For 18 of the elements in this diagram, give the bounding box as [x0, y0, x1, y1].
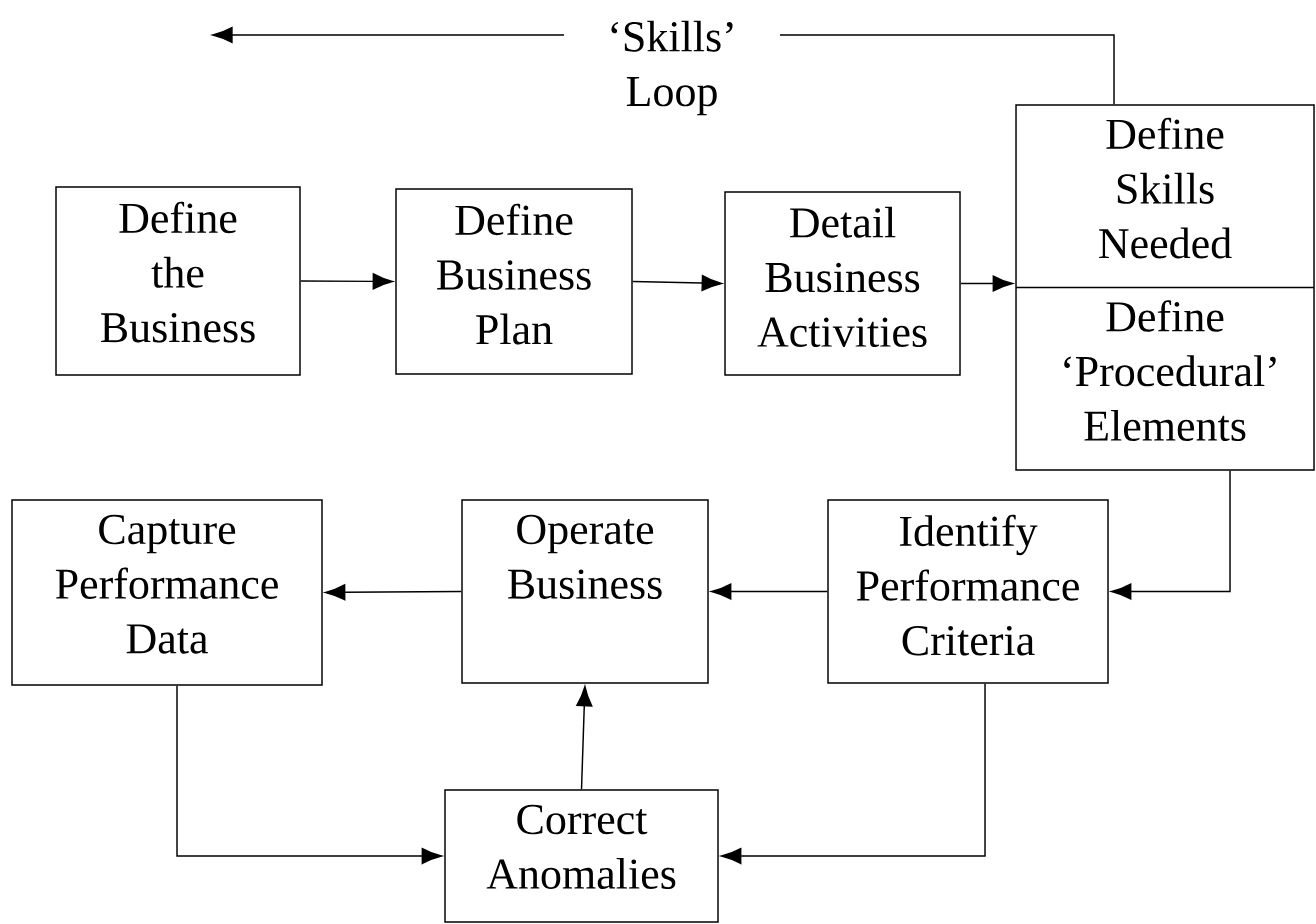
process-box: Capture Performance Data — [11, 499, 323, 686]
arrow — [1111, 470, 1231, 600]
process-box: Detail Business Activities — [724, 191, 961, 376]
arrow — [300, 273, 394, 290]
arrow — [324, 584, 462, 601]
arrow — [176, 685, 443, 865]
process-box: Identify Performance Criteria — [827, 499, 1109, 684]
process-box: Define Business Plan — [395, 188, 633, 375]
arrow — [720, 683, 986, 865]
arrow — [632, 274, 723, 292]
process-box: Correct Anomalies — [444, 789, 719, 923]
edge-label: ‘Skills’ Loop — [564, 12, 780, 124]
split-process-box: Define Skills Needed Define ‘Procedural’ Elements — [1015, 104, 1315, 471]
process-box: Operate Business — [461, 499, 709, 684]
arrow — [960, 275, 1014, 292]
arrow — [576, 685, 593, 790]
arrow — [710, 583, 828, 600]
process-box: Define the Business — [55, 186, 301, 376]
